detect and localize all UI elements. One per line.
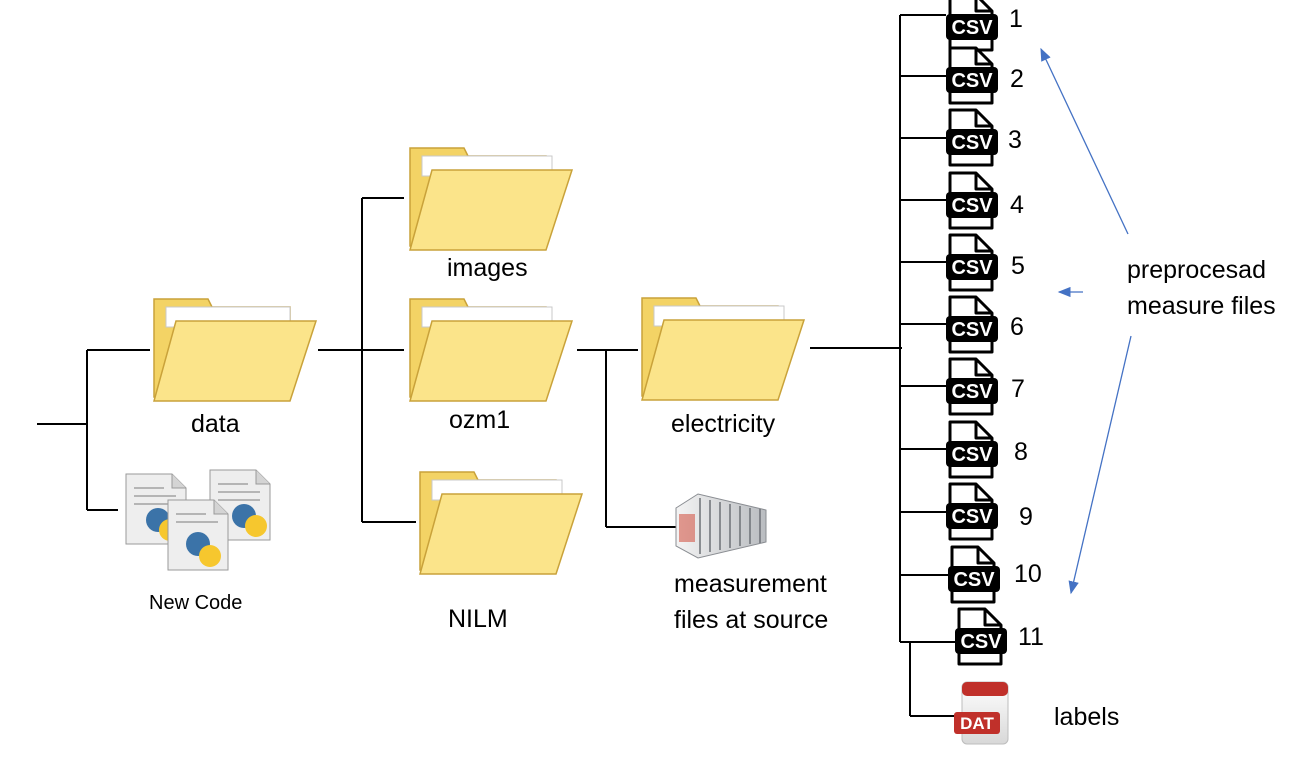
csv-file-number: 2 xyxy=(1010,65,1024,93)
annotation-label: preprocesad measure files xyxy=(1127,256,1276,320)
tree-connectors xyxy=(37,14,962,717)
csv-badge: CSV xyxy=(951,132,993,154)
csv-badge: CSV xyxy=(951,257,993,279)
csv-badge: CSV xyxy=(951,17,993,39)
csv-badge: CSV xyxy=(951,506,993,528)
folder-label-data: data xyxy=(191,410,240,438)
csv-badge: CSV xyxy=(951,381,993,403)
annotation-arrows xyxy=(1040,47,1132,595)
file-cabinet-icon[interactable] xyxy=(675,493,767,559)
csv-file-icon[interactable]: CSV xyxy=(946,0,998,52)
csv-file-number: 9 xyxy=(1019,503,1033,531)
csv-file-number: 10 xyxy=(1014,560,1042,588)
csv-file-icon[interactable]: CSV xyxy=(946,108,998,167)
dat-badge: DAT xyxy=(960,714,994,733)
csv-files: CSV CSV CSV CSV CSV CSV CSV CSV CSV CSV CSV xyxy=(946,0,1007,666)
csv-badge: CSV xyxy=(951,195,993,217)
csv-file-number: 5 xyxy=(1011,252,1025,280)
csv-file-number: 4 xyxy=(1010,191,1024,219)
folder-label-electricity: electricity xyxy=(671,410,776,438)
folder-icon-electricity[interactable] xyxy=(641,297,806,401)
dat-file-icon[interactable]: DAT xyxy=(954,681,1009,745)
csv-badge: CSV xyxy=(960,631,1002,653)
csv-file-number: 8 xyxy=(1014,438,1028,466)
csv-file-icon[interactable]: CSV xyxy=(946,357,998,416)
csv-file-icon[interactable]: CSV xyxy=(948,545,1000,604)
csv-file-icon[interactable]: CSV xyxy=(946,46,998,105)
csv-file-icon[interactable]: CSV xyxy=(946,482,998,541)
csv-badge: CSV xyxy=(953,569,995,591)
csv-file-icon[interactable]: CSV xyxy=(946,233,998,292)
csv-file-icon[interactable]: CSV xyxy=(955,607,1007,666)
python-files-icon[interactable] xyxy=(125,469,271,571)
folder-label-ozm1: ozm1 xyxy=(449,406,511,434)
folder-icon-ozm1[interactable] xyxy=(409,298,574,402)
folder-label-images: images xyxy=(447,254,528,282)
labels-file-label: labels xyxy=(1054,703,1120,731)
folder-label-nilm: NILM xyxy=(448,605,508,633)
csv-file-icon[interactable]: CSV xyxy=(946,420,998,479)
folder-icon-data[interactable] xyxy=(153,298,318,402)
folder-icon-nilm[interactable] xyxy=(419,471,584,575)
csv-badge: CSV xyxy=(951,70,993,92)
csv-file-icon[interactable]: CSV xyxy=(946,171,998,230)
csv-badge: CSV xyxy=(951,444,993,466)
csv-file-icon[interactable]: CSV xyxy=(946,295,998,354)
folder-icon-images[interactable] xyxy=(409,147,574,251)
csv-file-number: 1 xyxy=(1009,5,1023,33)
csv-file-number: 3 xyxy=(1008,126,1022,154)
code-label: New Code xyxy=(149,592,243,614)
csv-badge: CSV xyxy=(951,319,993,341)
csv-file-number: 11 xyxy=(1018,623,1044,651)
csv-file-number: 6 xyxy=(1010,313,1024,341)
source-label: measurement files at source xyxy=(674,570,829,634)
csv-file-number: 7 xyxy=(1011,375,1025,403)
